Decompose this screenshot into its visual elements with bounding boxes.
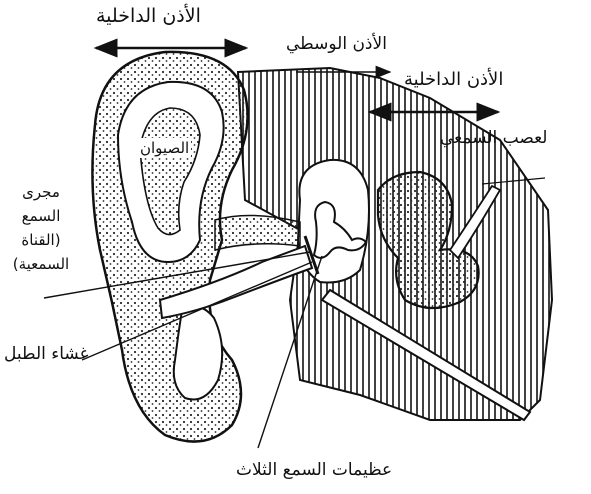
label-auditory-nerve: لعصب السمعي	[440, 128, 548, 148]
ear-lobe	[174, 306, 222, 399]
label-inner-ear: الأذن الداخلية	[404, 70, 503, 90]
label-ear-canal: مجرى السمع (القناة السمعية)	[6, 180, 76, 276]
label-middle-ear: الأذن الوسطي	[286, 34, 387, 54]
label-ossicles: عظيمات السمع الثلاث	[236, 460, 392, 480]
ear-canal-wall	[215, 215, 300, 250]
label-eardrum: غشاء الطبل	[4, 344, 89, 364]
label-outer-ear: الأذن الداخلية	[96, 6, 201, 26]
label-pinna: الصيوان	[138, 138, 191, 158]
